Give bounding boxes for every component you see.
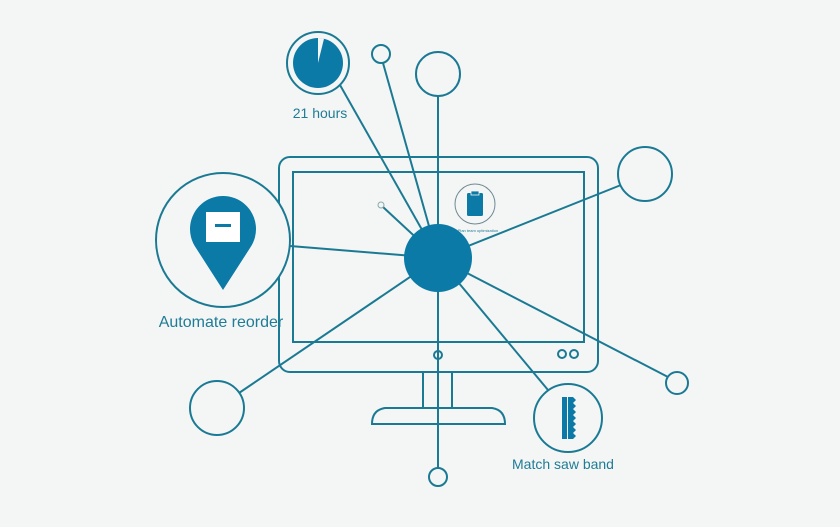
- monitor-stand: [370, 372, 507, 425]
- clipboard-label: Plan team optimization: [458, 228, 498, 233]
- node-bottom-left: [189, 380, 245, 436]
- saw-label: Match saw band: [512, 456, 614, 472]
- reorder-label: Automate reorder: [159, 314, 284, 331]
- saw-band-icon: [562, 397, 576, 439]
- hub-node: [404, 224, 472, 292]
- node-right: [617, 146, 673, 202]
- clock-icon: [293, 37, 343, 88]
- location-pin-icon: [190, 196, 256, 290]
- node-top: [415, 51, 461, 97]
- node-small-right: [665, 371, 689, 395]
- node-tiny: [377, 201, 385, 209]
- clipboard-icon: [467, 190, 483, 216]
- node-small-top: [371, 44, 391, 64]
- node-bottom: [428, 467, 448, 487]
- monitor-button-2: [569, 349, 579, 359]
- monitor-button-1: [557, 349, 567, 359]
- hours-label: 21 hours: [293, 105, 347, 121]
